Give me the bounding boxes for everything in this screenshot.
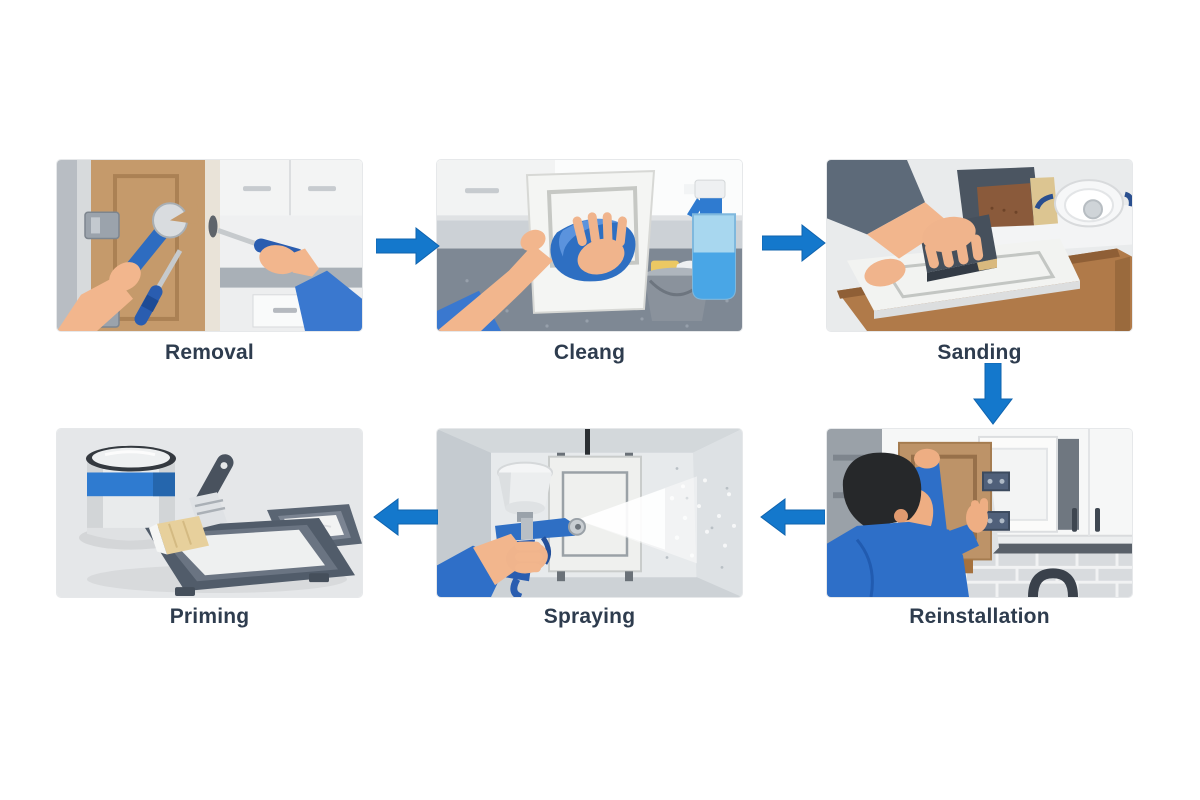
arrow-right-icon — [762, 223, 826, 263]
wiping-hand — [572, 212, 627, 275]
arrow-down-shape — [973, 363, 1013, 425]
arrow-left-icon — [760, 498, 825, 536]
arrow-left-icon — [373, 498, 438, 536]
panel-priming — [57, 429, 362, 597]
paint-brush-icon — [149, 454, 234, 555]
wrench-icon — [124, 202, 199, 277]
sandpaper-icon — [957, 167, 1058, 228]
spray-bottle-icon — [684, 179, 736, 300]
step-label-cleaning: Cleang — [553, 341, 626, 364]
arms — [827, 160, 984, 287]
sanding-scene — [827, 160, 1132, 331]
priming-scene — [57, 429, 362, 597]
spray-mist — [577, 476, 736, 564]
sleeve — [295, 270, 362, 331]
hand-and-sleeve — [437, 533, 548, 597]
panel-reinstallation — [827, 429, 1132, 597]
panel-spraying — [437, 429, 742, 597]
panel-sanding — [827, 160, 1132, 331]
step-label-sanding: Sanding — [937, 341, 1022, 364]
arrow-right-icon — [376, 226, 440, 266]
step-label-priming: Priming — [169, 605, 250, 628]
arms — [437, 229, 553, 331]
panel-cleaning — [437, 160, 742, 331]
faucet-icon — [1028, 568, 1078, 597]
arrow-right-shape — [762, 223, 826, 263]
left-hand — [57, 262, 141, 331]
screwdriver-icon — [134, 249, 183, 326]
reinstallation-scene — [827, 429, 1132, 597]
paint-can-icon — [86, 445, 176, 541]
removal-scene — [57, 160, 362, 331]
screw-hole — [208, 215, 218, 238]
panel-removal — [57, 160, 362, 331]
arrow-left-shape — [760, 498, 825, 536]
arrow-left-shape — [373, 498, 438, 536]
arrow-down-icon — [973, 363, 1013, 425]
respirator-mask-icon — [1034, 179, 1132, 228]
step-label-removal: Removal — [165, 341, 254, 364]
door-panel-icon — [847, 238, 1080, 319]
step-label-spraying: Spraying — [543, 605, 636, 628]
spraying-scene — [437, 429, 742, 597]
hinge-icon — [982, 471, 1010, 531]
step-label-reinstallation: Reinstallation — [909, 605, 1050, 628]
cleaning-scene — [437, 160, 742, 331]
person — [827, 448, 988, 597]
right-hand-screwdriver — [217, 228, 362, 331]
tile-backsplash — [967, 543, 1132, 597]
arrow-right-shape — [376, 226, 440, 266]
